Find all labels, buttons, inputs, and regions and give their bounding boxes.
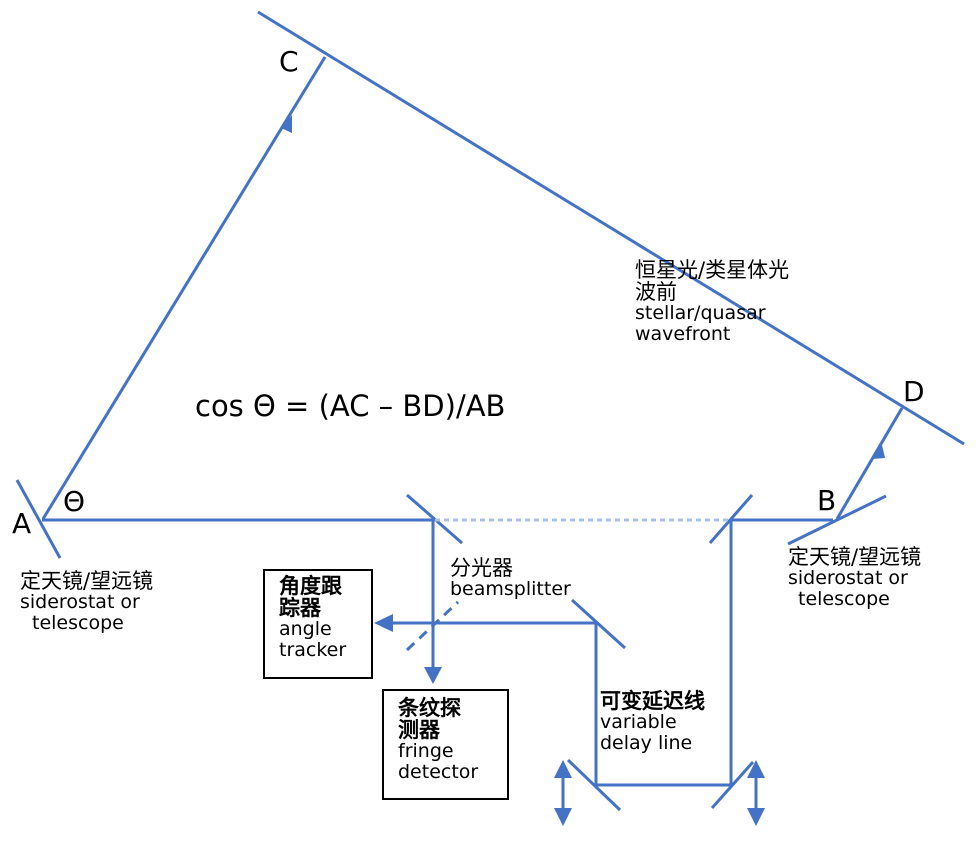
angle-tracker-cn-line2: 踪器 [279, 596, 321, 620]
point-label-a: A [12, 507, 32, 540]
beamsplitter-label: 分光器 beamsplitter [450, 557, 571, 600]
wavefront-label: 恒星光/类星体光 波前 stellar/quasar wavefront [635, 259, 789, 345]
arrowhead-fringe-detector [424, 667, 442, 684]
pickoff-mirror [405, 600, 460, 652]
wavefront-cn-line2: 波前 [635, 280, 677, 304]
fringe-detector-box: 条纹探 测器 fringe detector [382, 689, 509, 800]
arrowhead-c-to-a [281, 115, 292, 133]
siderostat-a-en-line2: telescope [32, 612, 124, 634]
delay-line-label: 可变延迟线 variable delay line [600, 690, 705, 754]
point-label-c: C [279, 45, 299, 78]
ray-d-to-b [835, 407, 904, 520]
siderostat-b-cn: 定天镜/望远镜 [788, 545, 922, 569]
siderostat-b-en-line1: siderostat or [788, 567, 908, 589]
beamsplitter-cn: 分光器 [450, 556, 513, 580]
siderostat-a-cn: 定天镜/望远镜 [20, 569, 154, 593]
siderostat-a-label: 定天镜/望远镜 siderostat or telescope [20, 570, 153, 634]
angle-tracker-cn-line1: 角度跟 [279, 574, 342, 598]
mirror-b-fold [708, 494, 754, 544]
arrowhead-right-up [747, 760, 765, 778]
delay-line-en-line2: delay line [600, 732, 693, 754]
arrowhead-right-down [747, 808, 765, 826]
mirror-a [15, 479, 62, 559]
point-label-b: B [817, 484, 837, 517]
siderostat-a-en-line1: siderostat or [20, 591, 140, 613]
point-label-d: D [903, 375, 925, 408]
fringe-detector-en-line2: detector [398, 761, 479, 783]
delay-mirror-right [710, 761, 755, 809]
siderostat-b-en-line2: telescope [798, 588, 890, 610]
siderostat-b-label: 定天镜/望远镜 siderostat or telescope [788, 546, 921, 610]
arrowhead-d-to-b [872, 445, 885, 459]
beamsplitter-mirror [406, 493, 463, 545]
fringe-detector-en-line1: fringe [398, 740, 454, 762]
arrowhead-angle-tracker [374, 614, 393, 632]
delay-line-cn: 可变延迟线 [600, 689, 705, 713]
delay-mirror-left [566, 758, 622, 812]
delay-line-en-line1: variable [600, 711, 677, 733]
angle-tracker-box: 角度跟 踪器 angle tracker [263, 569, 373, 679]
beamsplitter-en: beamsplitter [450, 578, 571, 600]
angle-theta-label: Θ [63, 485, 86, 518]
mirror-b [787, 494, 887, 546]
fringe-detector-cn-line2: 测器 [398, 718, 440, 742]
fringe-detector-cn-line1: 条纹探 [398, 696, 461, 720]
angle-tracker-en-line1: angle [279, 618, 332, 640]
formula: cos Θ = (AC – BD)/AB [195, 389, 506, 423]
angle-tracker-en-line2: tracker [279, 639, 347, 661]
arrowhead-left-up [554, 760, 572, 778]
wavefront-en-line1: stellar/quasar [635, 302, 766, 324]
wavefront-en-line2: wavefront [635, 323, 731, 345]
mirror-delay-top [570, 598, 627, 650]
arrowhead-left-down [554, 808, 572, 826]
wavefront-cn-line1: 恒星光/类星体光 [635, 258, 790, 282]
ray-c-to-a [41, 56, 327, 520]
wavefront-line [257, 10, 965, 446]
